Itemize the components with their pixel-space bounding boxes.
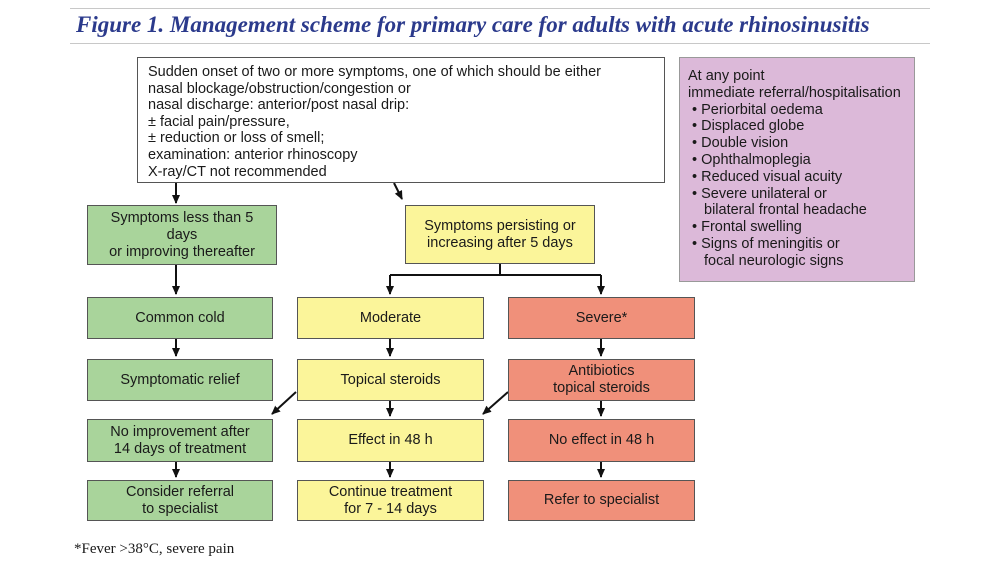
- box-line: No improvement after: [110, 423, 250, 440]
- referral-item-continuation: bilateral frontal headache: [704, 202, 867, 219]
- persisting-symptoms-box: Symptoms persisting or increasing after …: [405, 205, 595, 264]
- immediate-referral-panel: At any point immediate referral/hospital…: [679, 57, 915, 282]
- refer-specialist-box: Refer to specialist: [508, 480, 695, 521]
- arrow-antibiotics-to-effect: [482, 391, 509, 415]
- referral-item-continuation: focal neurologic signs: [704, 252, 844, 269]
- box-line: Effect in 48 h: [348, 432, 433, 448]
- box-line: Topical steroids: [340, 371, 441, 388]
- referral-heading: immediate referral/hospitalisation: [688, 84, 901, 101]
- title-rule: [70, 43, 930, 44]
- no-effect-48h-box: No effect in 48 h: [508, 419, 695, 462]
- referral-item: • Ophthalmoplegia: [692, 151, 811, 168]
- arrow-steroids-to-noimprovement: [271, 391, 297, 415]
- criteria-line: ± reduction or loss of smell;: [148, 130, 325, 147]
- criteria-line: nasal blockage/obstruction/congestion or: [148, 80, 411, 97]
- box-line: No effect in 48 h: [548, 432, 655, 448]
- box-line: Antibiotics: [568, 363, 635, 379]
- topical-steroids-box: Topical steroids: [297, 359, 484, 401]
- effect-48h-box: Effect in 48 h: [297, 419, 484, 462]
- box-line: to specialist: [142, 500, 218, 517]
- box-line: Severe*: [575, 309, 628, 326]
- top-rule: [70, 8, 930, 9]
- continue-treatment-box: Continue treatment for 7 - 14 days: [297, 480, 484, 521]
- box-line: for 7 - 14 days: [344, 500, 437, 517]
- severe-box: Severe*: [508, 297, 695, 339]
- referral-item: • Frontal swelling: [692, 219, 802, 236]
- referral-item: • Severe unilateral or: [692, 185, 827, 202]
- common-cold-box: Common cold: [87, 297, 273, 339]
- referral-item: • Signs of meningitis or: [692, 235, 840, 252]
- symptomatic-relief-box: Symptomatic relief: [87, 359, 273, 401]
- criteria-line: nasal discharge: anterior/post nasal dri…: [148, 97, 410, 114]
- box-line: increasing after 5 days: [427, 234, 573, 251]
- referral-item: • Periorbital oedema: [692, 101, 823, 118]
- footnote: *Fever >38°C, severe pain: [74, 541, 235, 557]
- referral-item: • Displaced globe: [692, 118, 805, 135]
- consider-referral-box: Consider referral to specialist: [87, 480, 273, 521]
- box-line: Continue treatment: [328, 483, 453, 500]
- box-line: or improving thereafter: [109, 243, 255, 260]
- short-symptoms-box: Symptoms less than 5 days or improving t…: [87, 205, 277, 265]
- criteria-line: Sudden onset of two or more symptoms, on…: [148, 64, 601, 80]
- diagnostic-criteria-box: Sudden onset of two or more symptoms, on…: [137, 57, 665, 183]
- box-line: Consider referral: [126, 483, 234, 500]
- criteria-line: ± facial pain/pressure,: [148, 113, 290, 130]
- criteria-line: X-ray/CT not recommended: [148, 163, 327, 180]
- referral-item: • Double vision: [692, 135, 789, 152]
- box-line: 14 days of treatment: [113, 440, 247, 457]
- box-line: Symptomatic relief: [120, 371, 240, 388]
- box-line: Moderate: [359, 309, 422, 326]
- box-line: Refer to specialist: [543, 492, 660, 508]
- figure-title: Figure 1. Management scheme for primary …: [76, 12, 870, 37]
- no-improvement-box: No improvement after 14 days of treatmen…: [87, 419, 273, 462]
- box-line: Common cold: [135, 309, 225, 326]
- box-line: Symptoms less than 5 days: [110, 209, 254, 243]
- referral-item: • Reduced visual acuity: [692, 168, 843, 185]
- arrow-criteria-to-persisting: [393, 182, 403, 200]
- referral-heading: At any point: [688, 68, 765, 84]
- criteria-line: examination: anterior rhinoscopy: [148, 146, 358, 163]
- antibiotics-box: Antibiotics topical steroids: [508, 359, 695, 401]
- box-line: Symptoms persisting or: [424, 217, 576, 234]
- moderate-box: Moderate: [297, 297, 484, 339]
- box-line: topical steroids: [553, 380, 650, 396]
